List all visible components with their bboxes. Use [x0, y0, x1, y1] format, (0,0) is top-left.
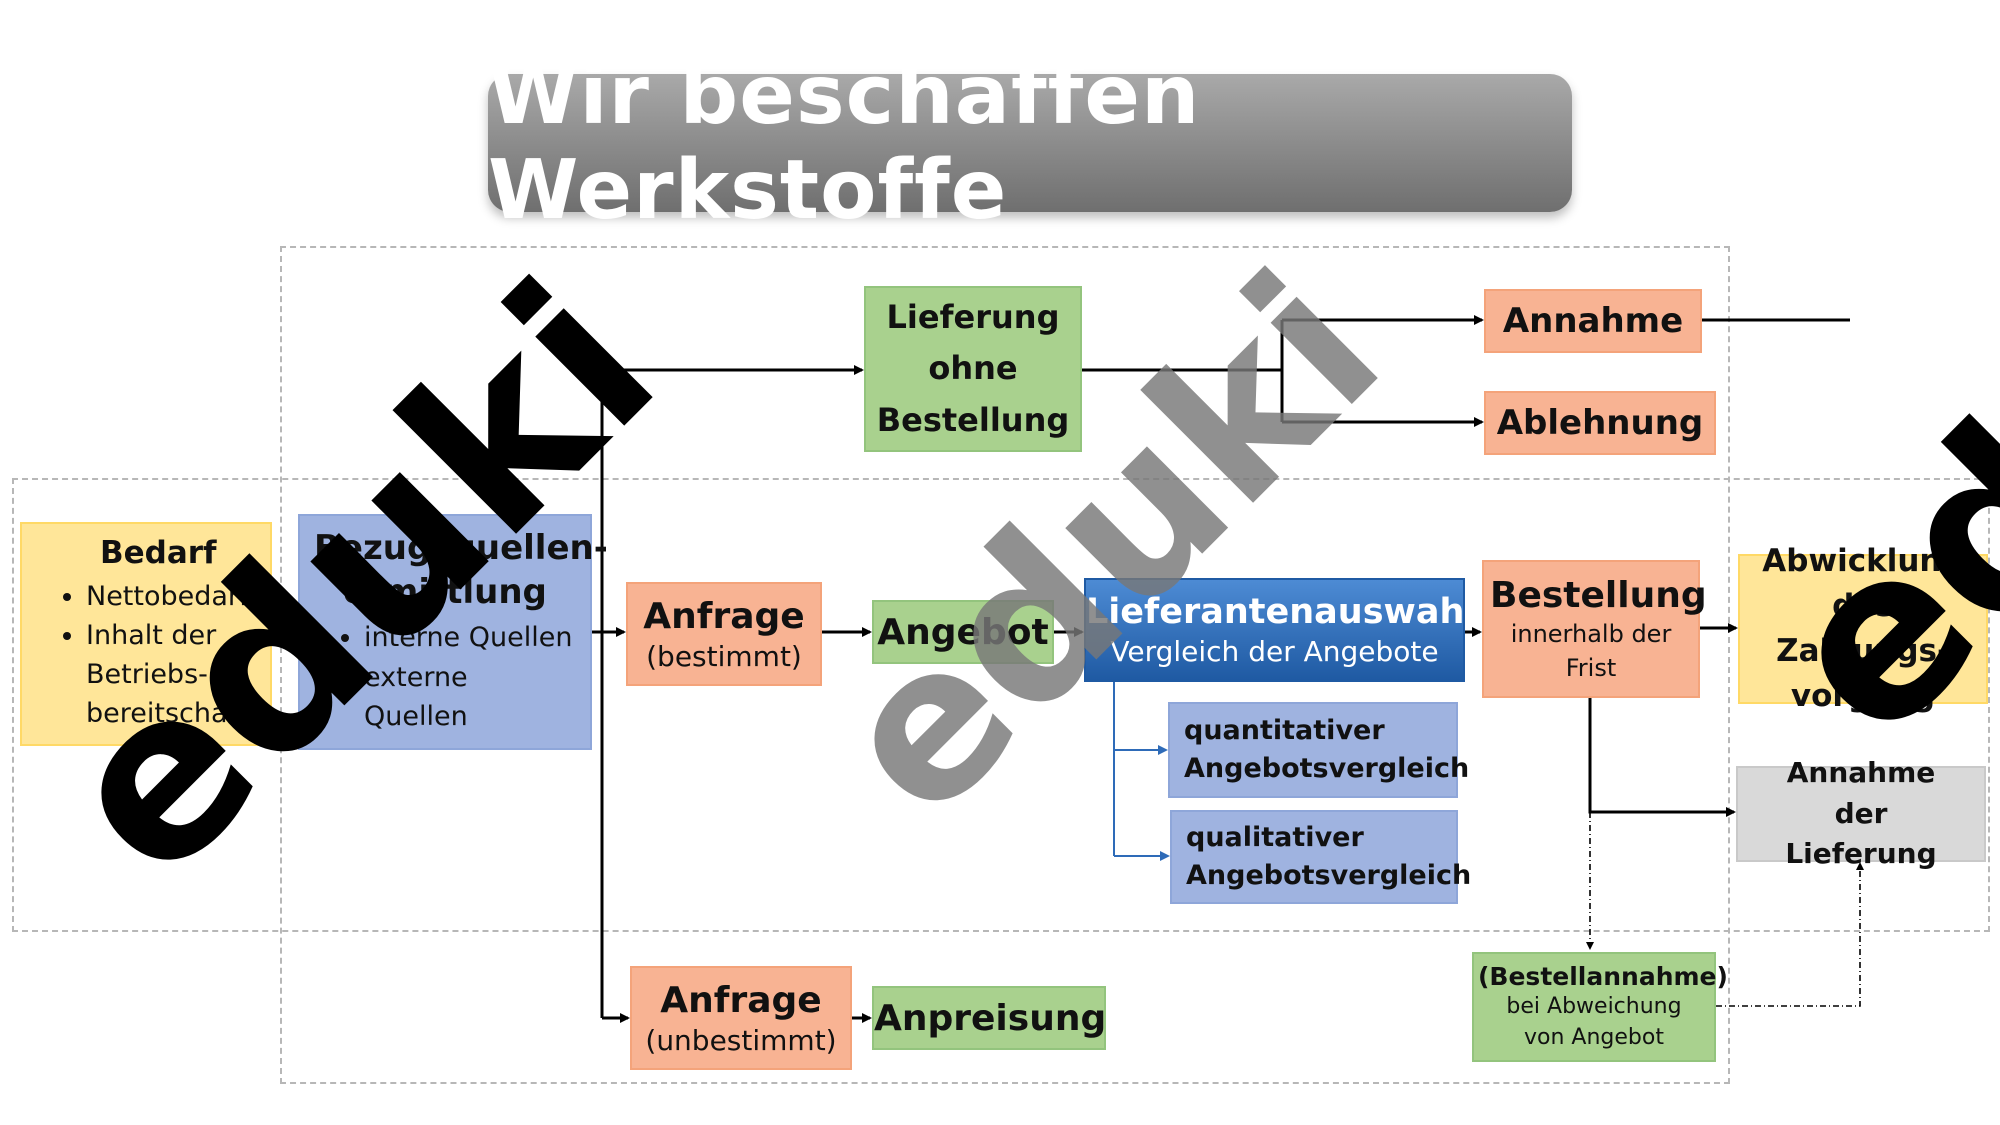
title-banner: Wir beschaffen Werkstoffe — [488, 48, 1572, 238]
bestellung-title: Bestellung — [1490, 574, 1707, 616]
node-abwicklung: Abwicklung des Zahlungs-vorgang — [1738, 543, 1988, 714]
bedarf-title: Bedarf — [100, 535, 217, 571]
bedarf-list: Nettobedarf Inhalt der Betriebs-bereitsc… — [30, 577, 260, 734]
annahme-lieferung-title: Annahme der Lieferung — [1785, 756, 1937, 871]
node-bezugsquellen: Bezugsquellen-ermittlung interne Quellen… — [298, 514, 608, 750]
quantitativ-title: quantitativer Angebotsvergleich — [1184, 715, 1470, 784]
anfrage-bestimmt-title: Anfrage — [643, 596, 805, 637]
anpreisung-title: Anpreisung — [874, 997, 1107, 1039]
node-quantitativ: quantitativer Angebotsvergleich — [1168, 702, 1470, 798]
node-anpreisung: Anpreisung — [872, 986, 1106, 1050]
arrow-bestellung-annahme-lieferung — [1588, 698, 1736, 817]
node-bedarf: Bedarf Nettobedarf Inhalt der Betriebs-b… — [20, 522, 272, 746]
node-annahme: Annahme — [1484, 289, 1702, 353]
bezugsquellen-list: interne Quellen externe Quellen — [314, 618, 576, 735]
bedarf-item: Nettobedarf — [86, 577, 260, 616]
bestellannahme-title: (Bestellannahme) — [1478, 961, 1728, 991]
node-anfrage-unbestimmt: Anfrage (unbestimmt) — [630, 966, 852, 1070]
bestellannahme-subtitle: bei Abweichung von Angebot — [1506, 993, 1682, 1050]
node-qualitativ: qualitativer Angebotsvergleich — [1170, 810, 1472, 904]
node-bestellung: Bestellung innerhalb der Frist — [1482, 560, 1707, 698]
upper-dashed-frame — [280, 246, 1730, 1084]
bedarf-item: Inhalt der Betriebs-bereitschaft — [86, 616, 260, 733]
middle-dashed-frame — [12, 478, 1990, 932]
line-lieferung-split — [1082, 320, 1284, 422]
node-ablehnung: Ablehnung — [1484, 391, 1716, 455]
lieferantenauswahl-subtitle: Vergleich der Angebote — [1110, 635, 1439, 669]
anfrage-bestimmt-subtitle: (bestimmt) — [646, 640, 802, 673]
arrow-bestellannahme-annahme-lieferung — [1716, 862, 1864, 1007]
node-angebot: Angebot — [872, 600, 1054, 664]
ablehnung-title: Ablehnung — [1496, 402, 1704, 443]
anfrage-unbestimmt-title: Anfrage — [660, 980, 822, 1021]
qualitativ-title: qualitativer Angebotsvergleich — [1186, 822, 1472, 891]
bezugsquellen-title: Bezugsquellen-ermittlung — [314, 528, 608, 613]
bezugsquellen-item: externe Quellen — [364, 658, 576, 736]
node-bestellannahme: (Bestellannahme) bei Abweichung von Ange… — [1472, 952, 1728, 1062]
annahme-title: Annahme — [1502, 300, 1684, 341]
node-lieferung-ohne-bestellung: Lieferung ohne Bestellung — [864, 286, 1082, 452]
node-anfrage-bestimmt: Anfrage (bestimmt) — [626, 582, 822, 686]
bestellung-subtitle: innerhalb der Frist — [1510, 619, 1672, 682]
node-annahme-lieferung: Annahme der Lieferung — [1736, 756, 1986, 870]
lieferung-ohne-bestellung-title: Lieferung ohne Bestellung — [876, 298, 1070, 439]
abwicklung-title: Abwicklung des Zahlungs-vorgang — [1762, 543, 1964, 714]
page-title: Wir beschaffen Werkstoffe — [488, 48, 1201, 238]
lieferantenauswahl-title: Lieferantenauswahl — [1086, 591, 1477, 632]
anfrage-unbestimmt-subtitle: (unbestimmt) — [645, 1024, 837, 1057]
node-lieferantenauswahl: Lieferantenauswahl Vergleich der Angebot… — [1084, 578, 1477, 682]
line-trunk — [592, 370, 604, 1018]
angebot-title: Angebot — [877, 611, 1049, 653]
bezugsquellen-item: interne Quellen — [364, 618, 576, 657]
